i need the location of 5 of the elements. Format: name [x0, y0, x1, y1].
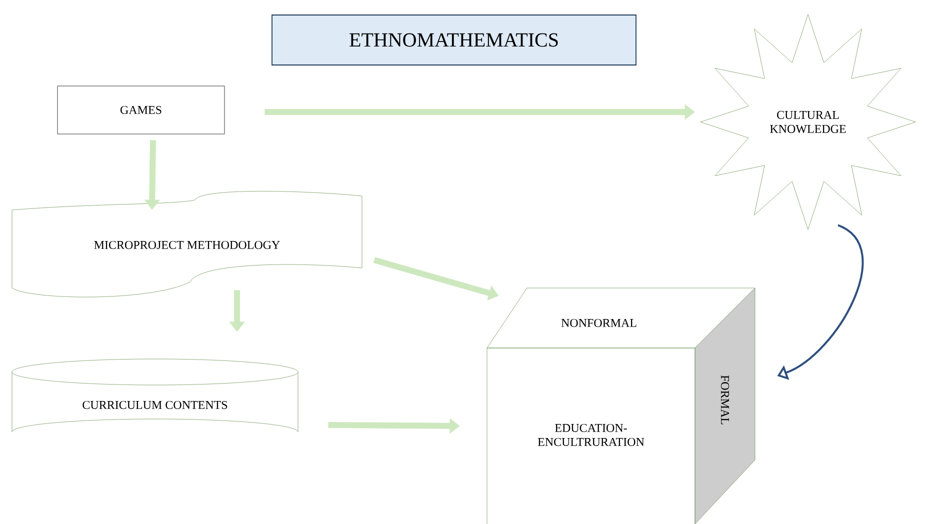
node-label: FORMAL	[720, 375, 730, 424]
node-label: CURRICULUM CONTENTS	[82, 400, 228, 410]
process-box: GAMES	[57, 86, 225, 134]
node-label: NONFORMAL	[561, 318, 636, 328]
title-box: ETHNOMATHEMATICS	[272, 14, 636, 66]
